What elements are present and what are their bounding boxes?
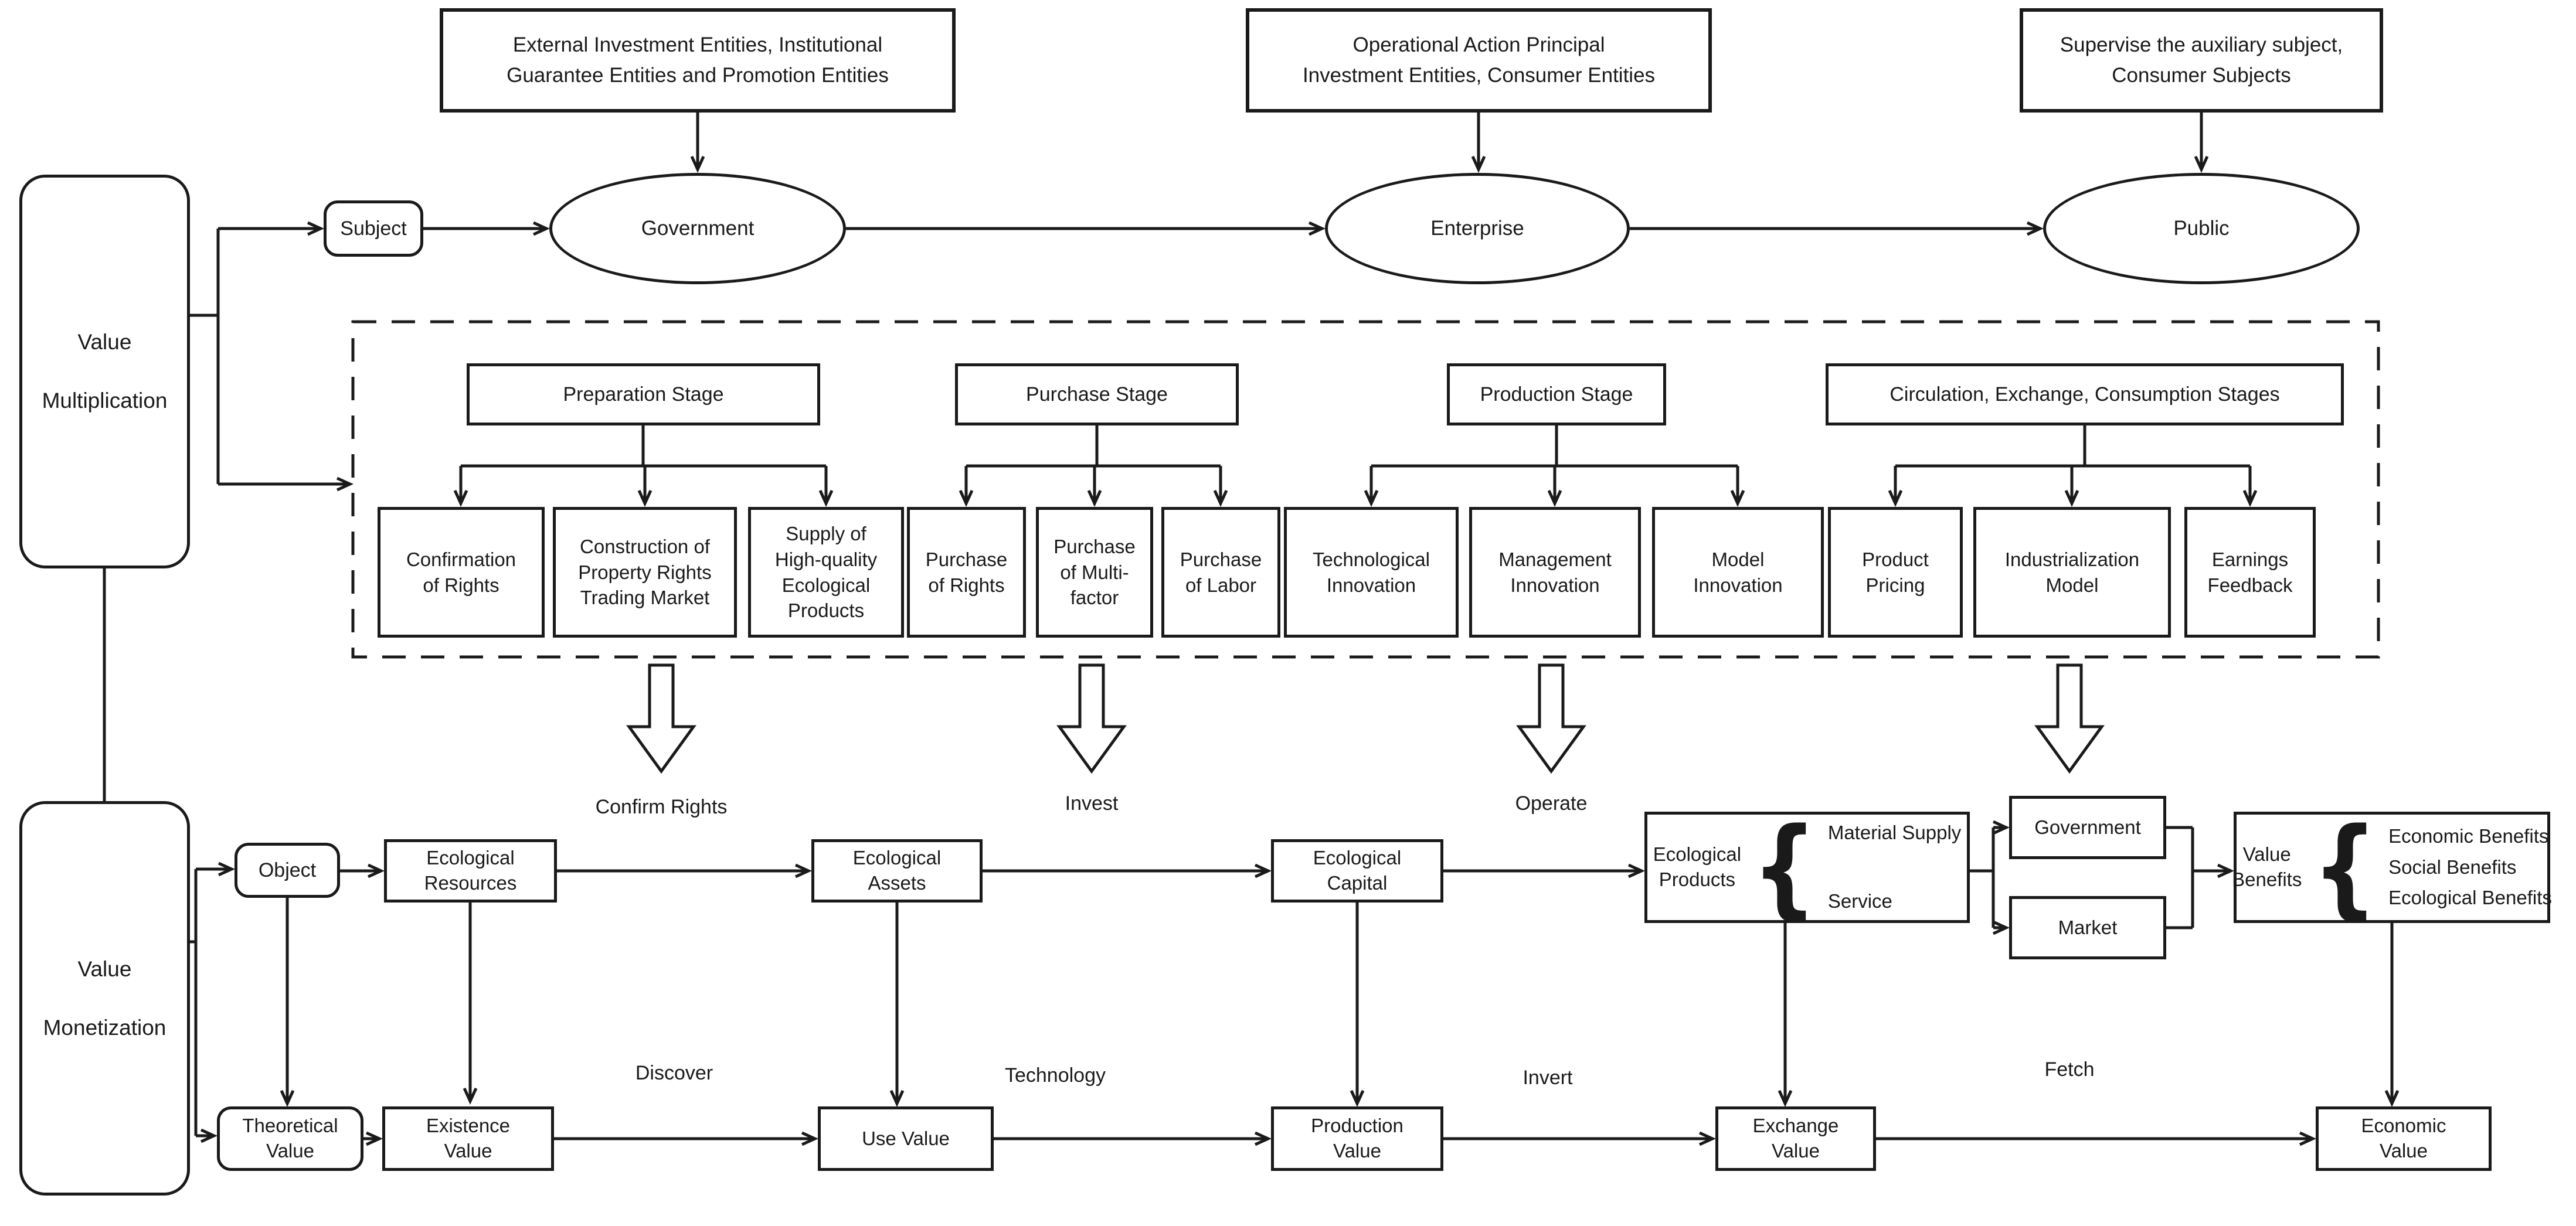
- stage-child-industrialization-model: Industrialization Model: [1973, 507, 2171, 638]
- value-node-theoretical: Theoretical Value: [217, 1106, 363, 1171]
- stage-child-property-rights-market: Construction of Property Rights Trading …: [553, 507, 737, 638]
- value-node-production: Production Value: [1271, 1106, 1443, 1171]
- stage-child-technological-innovation: Technological Innovation: [1284, 507, 1459, 638]
- flow-node-ecological-products: Ecological Products { Material Supply Se…: [1644, 812, 1970, 923]
- products-item-material-supply: Material Supply: [1827, 822, 1962, 843]
- brace-glyph: {: [2312, 803, 2378, 931]
- value-benefits-label: Value Benefits: [2232, 843, 2302, 890]
- flow-node-value-benefits: Value Benefits { Economic Benefits Socia…: [2232, 803, 2552, 931]
- edge-label-discover: Discover: [635, 1062, 713, 1084]
- hollow-arrow-down: [1056, 663, 1127, 774]
- value-node-exchange: Exchange Value: [1715, 1106, 1876, 1171]
- edge-label-fetch: Fetch: [2044, 1058, 2095, 1081]
- benefits-item-ecological: Ecological Benefits: [2388, 887, 2552, 909]
- object-tag: Object: [235, 843, 340, 898]
- value-node-economic: Economic Value: [2316, 1106, 2492, 1171]
- channel-node-government: Government: [2009, 796, 2166, 859]
- hollow-arrow-down: [1516, 663, 1586, 774]
- benefits-item-social: Social Benefits: [2388, 856, 2517, 878]
- process-label-confirm-rights: Confirm Rights: [595, 796, 728, 818]
- edge-label-invert: Invert: [1523, 1067, 1573, 1089]
- stage-header-production: Production Stage: [1447, 363, 1666, 425]
- hollow-arrow-down: [2034, 663, 2105, 774]
- stage-child-model-innovation: Model Innovation: [1652, 507, 1824, 638]
- stage-child-supply-ecological-products: Supply of High-quality Ecological Produc…: [748, 507, 904, 638]
- side-node-value-monetization: Value Monetization: [19, 801, 190, 1196]
- stage-header-circulation: Circulation, Exchange, Consumption Stage…: [1826, 363, 2344, 425]
- stage-child-purchase-of-labor: Purchase of Labor: [1161, 507, 1280, 638]
- flow-node-ecological-resources: Ecological Resources: [384, 839, 557, 903]
- actor-ellipse-enterprise: Enterprise: [1325, 173, 1630, 284]
- stage-child-confirmation-of-rights: Confirmation of Rights: [378, 507, 545, 638]
- ecological-products-label: Ecological Products: [1653, 843, 1742, 890]
- brace-glyph: {: [1752, 803, 1817, 931]
- entity-box-operational-action: Operational Action Principal Investment …: [1246, 8, 1712, 113]
- benefits-item-economic: Economic Benefits: [2388, 825, 2549, 847]
- side-node-value-multiplication: Value Multiplication: [19, 175, 190, 568]
- subject-tag: Subject: [324, 200, 423, 257]
- value-node-existence: Existence Value: [382, 1106, 554, 1171]
- process-label-operate: Operate: [1515, 792, 1588, 815]
- flow-node-ecological-capital: Ecological Capital: [1271, 839, 1443, 903]
- stage-child-earnings-feedback: Earnings Feedback: [2184, 507, 2316, 638]
- dashed-stage-container: [351, 320, 2380, 659]
- actor-ellipse-public: Public: [2043, 173, 2360, 284]
- entity-box-external-investment: External Investment Entities, Institutio…: [440, 8, 956, 113]
- value-node-use: Use Value: [818, 1106, 994, 1171]
- stage-child-product-pricing: Product Pricing: [1828, 507, 1963, 638]
- actor-ellipse-government: Government: [549, 173, 846, 284]
- flow-node-ecological-assets: Ecological Assets: [811, 839, 983, 903]
- stage-child-management-innovation: Management Innovation: [1469, 507, 1641, 638]
- stage-child-purchase-of-rights: Purchase of Rights: [907, 507, 1026, 638]
- entity-box-supervise-subject: Supervise the auxiliary subject, Consume…: [2020, 8, 2383, 113]
- stage-header-preparation: Preparation Stage: [467, 363, 820, 425]
- products-item-service: Service: [1827, 890, 1892, 912]
- stage-header-purchase: Purchase Stage: [955, 363, 1239, 425]
- process-label-invest: Invest: [1065, 792, 1119, 815]
- channel-node-market: Market: [2009, 896, 2166, 959]
- stage-child-purchase-of-multifactor: Purchase of Multi- factor: [1036, 507, 1153, 638]
- edge-label-technology: Technology: [1004, 1064, 1106, 1087]
- hollow-arrow-down: [626, 663, 696, 774]
